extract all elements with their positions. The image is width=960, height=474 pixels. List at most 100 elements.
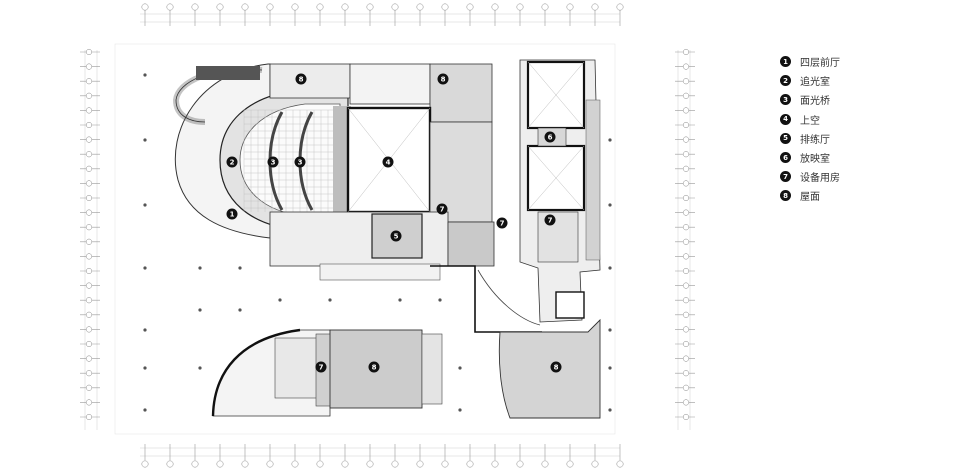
- legend-number: 7: [780, 171, 791, 183]
- axis-bubble: [682, 413, 690, 421]
- axis-bubble: [85, 48, 93, 56]
- axis-bubble: [682, 282, 690, 289]
- axis-bubble: [85, 107, 93, 114]
- column-dot: [143, 138, 147, 142]
- lower-left-block: [211, 328, 443, 417]
- legend-label: 放映室: [800, 154, 830, 166]
- axis-bubble: [85, 165, 93, 172]
- room-marker: 8: [368, 361, 380, 373]
- legend-number: 5: [780, 132, 791, 144]
- legend-label: 面光桥: [800, 96, 830, 108]
- svg-text:8: 8: [372, 364, 377, 372]
- column-dot: [458, 408, 462, 412]
- column-dot: [143, 366, 147, 370]
- axis-bubble: [682, 209, 690, 216]
- axis-bubble: [682, 311, 690, 318]
- axis-bubble: [141, 460, 149, 468]
- axis-bubble: [591, 460, 599, 468]
- axis-bubble: [591, 3, 599, 11]
- axis-bubble: [85, 413, 93, 421]
- rehearsal-hall: [371, 213, 423, 259]
- axis-bubble: [682, 63, 690, 70]
- axis-bubble: [316, 3, 324, 11]
- stage-edge: [333, 106, 351, 216]
- axis-bubble: [682, 180, 690, 187]
- column-dot: [143, 266, 147, 270]
- legend-number: 1: [780, 56, 791, 68]
- axis-bubble: [316, 460, 324, 468]
- axis-bubble: [85, 311, 93, 318]
- axis-bubble: [682, 267, 690, 275]
- axis-bubble: [682, 194, 690, 202]
- room-marker: 4: [382, 156, 394, 168]
- room-marker: 3: [294, 156, 306, 168]
- room-marker: 7: [436, 203, 448, 215]
- axis-bubble: [85, 326, 93, 333]
- axis-bubble: [85, 370, 93, 377]
- svg-text:3: 3: [271, 159, 276, 167]
- axis-bubble: [682, 151, 690, 158]
- axis-bubble: [416, 460, 424, 468]
- svg-text:7: 7: [500, 220, 505, 228]
- legend-number: 4: [780, 113, 791, 125]
- axis-bubble: [416, 3, 424, 11]
- svg-text:3: 3: [298, 159, 303, 167]
- axis-bubble: [616, 460, 624, 468]
- room-marker: 1: [226, 208, 238, 220]
- room-marker: 7: [496, 217, 508, 229]
- axis-bubble: [682, 78, 690, 85]
- column-dot: [608, 366, 612, 370]
- axis-bubble: [682, 340, 690, 348]
- axis-bubble: [141, 3, 149, 11]
- axis-bubble: [166, 460, 174, 468]
- axis-bubble: [682, 253, 690, 260]
- svg-text:5: 5: [394, 233, 399, 241]
- legend-label: 四层前厅: [800, 58, 840, 70]
- column-dot: [198, 366, 202, 370]
- axis-bubble: [85, 209, 93, 216]
- axis-bubble: [291, 3, 299, 11]
- axis-bubble: [85, 340, 93, 348]
- svg-text:1: 1: [230, 211, 235, 219]
- axis-bubble: [682, 121, 690, 129]
- room-marker: 2: [226, 156, 238, 168]
- legend-item: 1 四层前厅: [780, 52, 950, 71]
- axis-bubble: [266, 3, 274, 11]
- svg-text:6: 6: [548, 134, 553, 142]
- column-dot: [608, 138, 612, 142]
- axis-bubble: [85, 78, 93, 85]
- upper-building: [172, 63, 542, 333]
- column-dot: [238, 266, 242, 270]
- axis-bubble: [391, 460, 399, 468]
- right-tower: [519, 59, 601, 323]
- svg-text:4: 4: [386, 159, 391, 167]
- column-dot: [438, 298, 442, 302]
- column-dot: [143, 408, 147, 412]
- room-marker: 3: [267, 156, 279, 168]
- axis-bubble: [391, 3, 399, 11]
- axis-bubble: [241, 460, 249, 468]
- axis-bubble: [341, 460, 349, 468]
- column-dot: [608, 328, 612, 332]
- svg-text:7: 7: [440, 206, 445, 214]
- axis-bubble: [85, 63, 93, 70]
- axis-bubbles: [85, 3, 690, 468]
- axis-bubble: [85, 224, 93, 231]
- axis-bubble: [85, 238, 93, 245]
- legend-label: 设备用房: [800, 173, 840, 185]
- axis-bubble: [682, 297, 690, 304]
- room-marker: 8: [550, 361, 562, 373]
- legend-label: 追光室: [800, 77, 830, 89]
- legend-label: 屋面: [800, 192, 820, 204]
- column-dot: [278, 298, 282, 302]
- axis-bubble: [216, 3, 224, 11]
- axis-bubble: [85, 151, 93, 158]
- axis-bubble: [682, 48, 690, 56]
- axis-bubble: [366, 460, 374, 468]
- axis-bubble: [491, 3, 499, 11]
